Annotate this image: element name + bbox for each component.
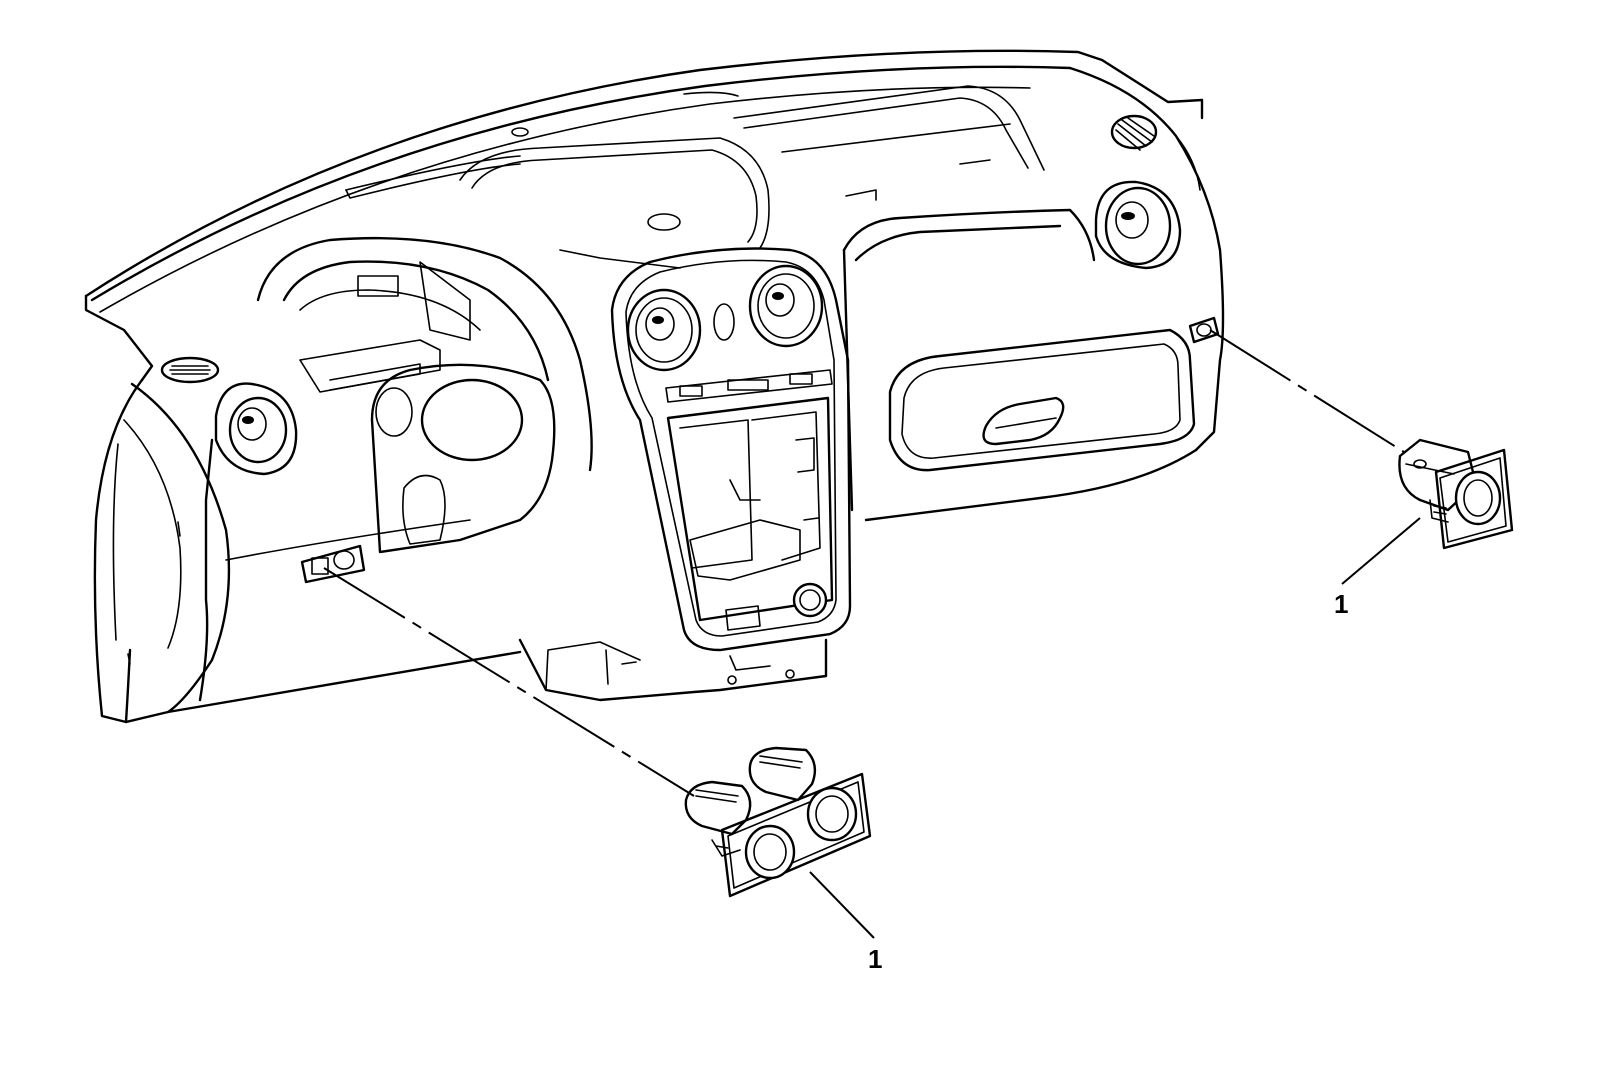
callout-label-left-switch: 1 xyxy=(868,944,883,974)
callout-line-right xyxy=(1341,517,1421,585)
steering-column-shroud xyxy=(370,363,556,554)
install-leader-left xyxy=(323,567,695,797)
dimmer-switch-opening xyxy=(1188,316,1220,344)
right-defrost-grille xyxy=(1110,114,1158,151)
left-switch-assembly xyxy=(684,746,872,898)
left-defrost-grille xyxy=(160,356,220,384)
instrument-cluster-hood xyxy=(256,236,593,472)
headlamp-switch-opening xyxy=(300,544,366,584)
center-stack xyxy=(610,247,852,652)
glove-box-door xyxy=(888,328,1196,472)
install-leader-right xyxy=(1209,329,1405,453)
callout-line-left xyxy=(809,871,875,939)
right-side-air-vent xyxy=(1094,180,1182,270)
instrument-panel xyxy=(84,49,1225,724)
center-air-vent-right xyxy=(748,264,824,348)
left-side-air-vent xyxy=(214,382,298,476)
center-air-vent-left xyxy=(626,288,702,372)
right-switch-assembly xyxy=(1398,438,1514,550)
callout-label-right-switch: 1 xyxy=(1334,589,1349,619)
